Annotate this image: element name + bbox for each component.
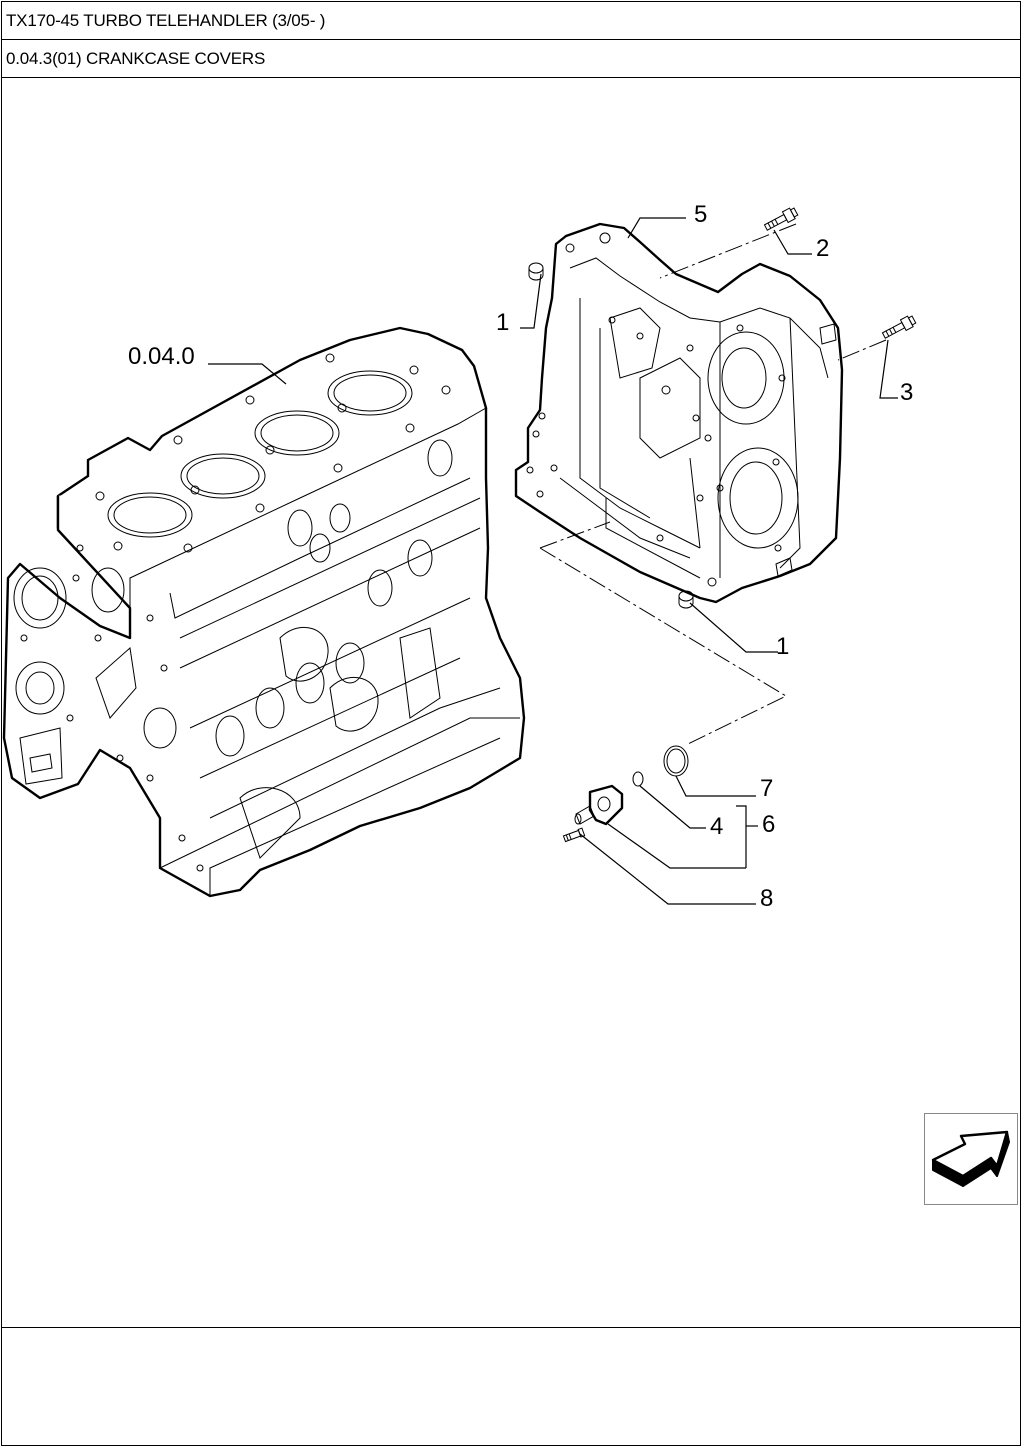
leader-lines [208, 217, 898, 905]
dowel-pin-lower [678, 590, 694, 609]
callout-1-lower: 1 [776, 633, 789, 660]
callout-4: 4 [710, 813, 723, 840]
exploded-parts-diagram: 0.04.0 5 2 3 1 1 7 4 6 8 [2, 201, 917, 912]
callout-1-upper: 1 [496, 309, 509, 336]
next-page-button[interactable] [924, 1113, 1018, 1205]
bolt-2 [763, 207, 799, 231]
adapter-fitting-6 [574, 784, 624, 826]
timing-cover-5 [514, 222, 844, 604]
dowel-pin-upper [528, 262, 544, 281]
header-model-row: TX170-45 TURBO TELEHANDLER (3/05- ) [2, 2, 1020, 40]
callout-7: 7 [760, 775, 773, 802]
callout-3: 3 [900, 379, 913, 406]
callout-5: 5 [694, 201, 707, 228]
engine-block [2, 326, 526, 898]
header-section-row: 0.04.3(01) CRANKCASE COVERS [2, 40, 1020, 78]
model-title: TX170-45 TURBO TELEHANDLER (3/05- ) [6, 11, 326, 30]
arrow-right-icon [931, 1130, 1010, 1187]
o-ring-4 [632, 771, 644, 787]
alignment-lines [539, 223, 887, 745]
callout-6: 6 [762, 811, 775, 838]
bolt-3 [881, 315, 917, 339]
o-ring-7 [663, 745, 689, 777]
page-footer [2, 1327, 1020, 1447]
section-title: 0.04.3(01) CRANKCASE COVERS [6, 49, 266, 68]
callout-2: 2 [816, 235, 829, 262]
callout-8: 8 [760, 885, 773, 912]
callout-assembly-ref: 0.04.0 [128, 343, 195, 370]
